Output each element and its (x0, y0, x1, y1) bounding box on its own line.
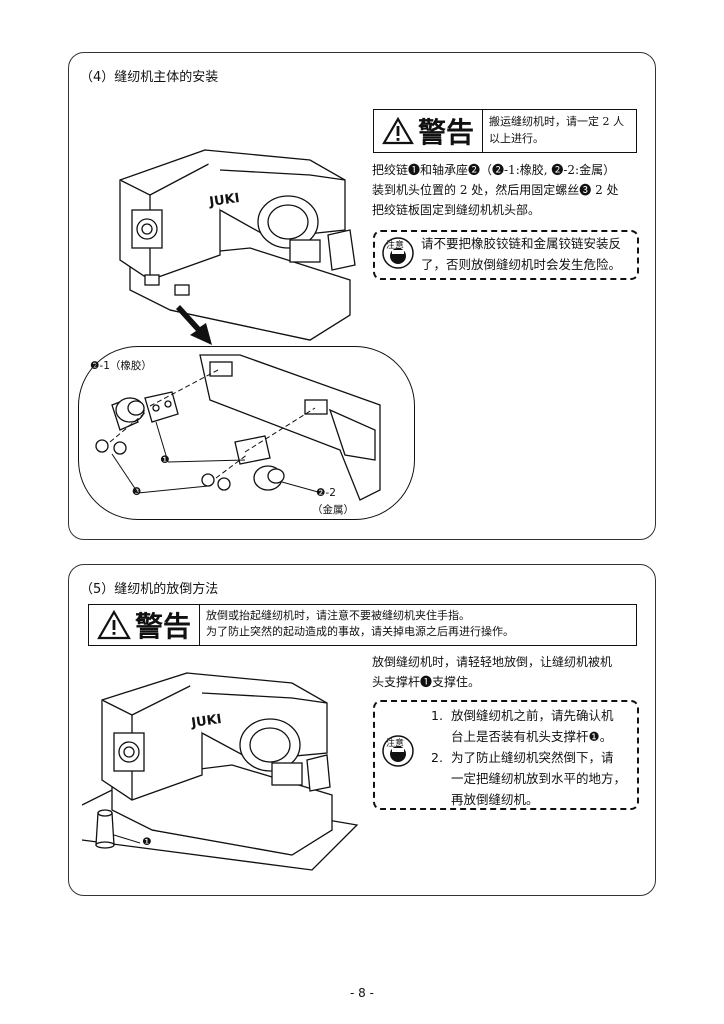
caution-line: 放倒缝纫机之前，请先确认机 (451, 708, 614, 723)
caution-item-num: 2. (431, 750, 443, 765)
caution-list: 1. 放倒缝纫机之前，请先确认机 台上是否装有机头支撑杆❶。 2. 为了防止缝纫… (431, 705, 633, 810)
caution-icon-text: 注意 (386, 241, 405, 251)
instruction-text: 放倒缝纫机时，请轻轻地放倒，让缝纫机被机 头支撑杆❶支撑住。 (372, 652, 652, 692)
caution-line: 为了防止缝纫机突然倒下，请 (451, 750, 614, 765)
warning-text: 放倒或抬起缝纫机时，请注意不要被缝纫机夹住手指。 为了防止突然的起动造成的事故，… (200, 605, 520, 645)
caution-line: 请不要把橡胶铰链和金属铰链安装反 (421, 236, 622, 251)
caution-hand-icon (382, 237, 414, 269)
label-support-rod: ❶ (142, 836, 152, 848)
instruction-line: 装到机头位置的 2 处，然后用固定螺丝❸ 2 处 (372, 183, 619, 197)
label-hinge: ❶ (160, 454, 170, 466)
warning-kanji: 警告 (417, 116, 474, 149)
instruction-line: 把绞链❶和轴承座❷（❷-1:橡胶, ❷-2:金属） (372, 163, 616, 177)
down-arrow-icon (176, 305, 212, 345)
section-title: （4）缝纫机主体的安装 (80, 70, 219, 85)
caution-hand-icon (382, 735, 414, 767)
warning-triangle-icon (97, 610, 131, 640)
caution-line: 再放倒缝纫机。 (451, 792, 539, 807)
warning-box: 警告 搬运缝纫机时，请一定 2 人以上进行。 (373, 109, 637, 153)
warning-line: 为了防止突然的起动造成的事故，请关掉电源之后再进行操作。 (206, 625, 514, 638)
brand-logo: JUKI (189, 712, 222, 731)
warning-label: 警告 (89, 605, 200, 645)
label-rubber-bearing: ❷-1（橡胶） (90, 360, 152, 372)
caution-item: 2. 为了防止缝纫机突然倒下，请 一定把缝纫机放到水平的地方， 再放倒缝纫机。 (431, 747, 633, 810)
label-metal-bearing: （金属） (312, 504, 354, 516)
instruction-line: 放倒缝纫机时，请轻轻地放倒，让缝纫机被机 (372, 655, 613, 669)
sewing-machine-on-table-illustration: JUKI (82, 672, 359, 871)
caution-box (373, 700, 639, 810)
brand-logo: JUKI (207, 191, 240, 210)
instruction-line: 头支撑杆❶支撑住。 (372, 675, 481, 689)
caution-icon-text: 注意 (386, 739, 405, 749)
caution-line: 台上是否装有机头支撑杆❶。 (451, 729, 613, 744)
sewing-machine-illustration: JUKI (119, 149, 356, 341)
label-screw: ❸ (132, 486, 142, 498)
warning-label: 警告 (374, 110, 483, 152)
caution-line: 了，否则放倒缝纫机时会发生危险。 (421, 257, 622, 272)
caution-item: 1. 放倒缝纫机之前，请先确认机 台上是否装有机头支撑杆❶。 (431, 705, 633, 747)
section-title: （5）缝纫机的放倒方法 (80, 582, 219, 597)
caution-item-num: 1. (431, 708, 443, 723)
instruction-text: 把绞链❶和轴承座❷（❷-1:橡胶, ❷-2:金属） 装到机头位置的 2 处，然后… (372, 160, 652, 220)
caution-box (373, 230, 639, 280)
warning-box: 警告 放倒或抬起缝纫机时，请注意不要被缝纫机夹住手指。 为了防止突然的起动造成的… (88, 604, 637, 646)
hinge-detail-illustration (95, 354, 381, 501)
warning-line: 放倒或抬起缝纫机时，请注意不要被缝纫机夹住手指。 (206, 609, 470, 622)
warning-triangle-icon (382, 117, 414, 145)
caution-line: 一定把缝纫机放到水平的地方， (451, 771, 627, 786)
instruction-line: 把绞链板固定到缝纫机机头部。 (372, 203, 541, 217)
page-number: - 8 - (350, 986, 374, 1000)
warning-kanji: 警告 (134, 610, 191, 643)
detail-callout (78, 346, 415, 520)
caution-text: 请不要把橡胶铰链和金属铰链安装反 了，否则放倒缝纫机时会发生危险。 (421, 233, 635, 275)
warning-text: 搬运缝纫机时，请一定 2 人以上进行。 (489, 115, 624, 145)
label-metal-bearing-num: ❷-2 (316, 487, 336, 499)
